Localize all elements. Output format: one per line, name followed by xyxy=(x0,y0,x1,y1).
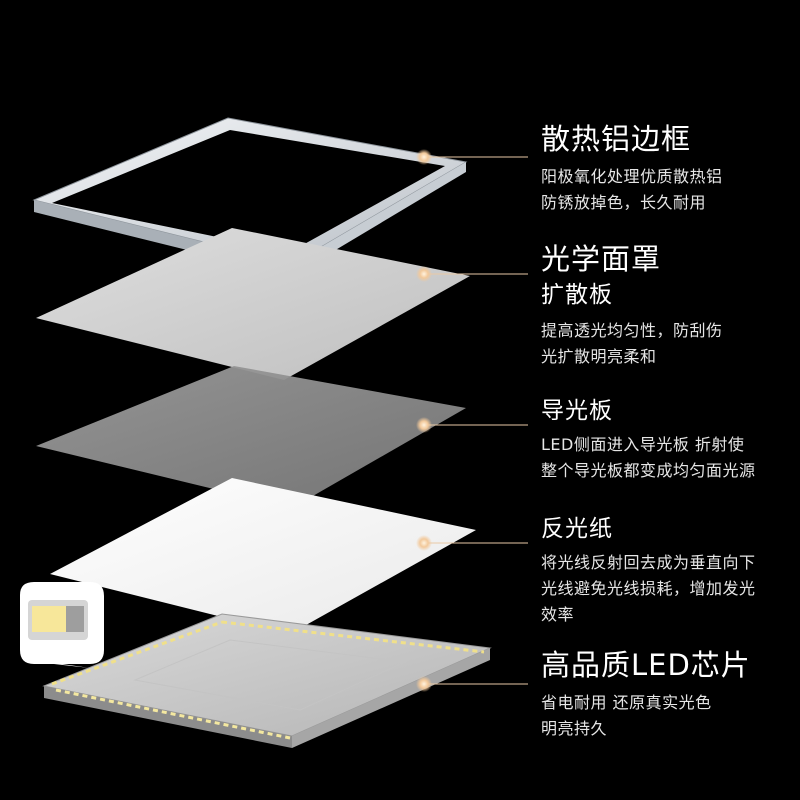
annotation-title: 光学面罩 xyxy=(541,242,662,276)
desc-line: 省电耐用 还原真实光色 xyxy=(541,693,712,712)
desc-line: 将光线反射回去成为垂直向下 xyxy=(541,553,756,572)
glow-dots xyxy=(416,149,432,692)
annotation-description: 省电耐用 还原真实光色 明亮持久 xyxy=(541,690,751,742)
diffuser-layer xyxy=(36,228,470,380)
annotation-title: 高品质LED芯片 xyxy=(541,648,751,682)
desc-line: 防锈放掉色，长久耐用 xyxy=(541,193,707,212)
annotation-title: 反光纸 xyxy=(541,516,613,542)
annotation-subtitle: 扩散板 xyxy=(541,282,613,308)
desc-line: 明亮持久 xyxy=(541,719,608,738)
annotation-frame: 散热铝边框 阳极氧化处理优质散热铝 防锈放掉色，长久耐用 xyxy=(541,122,723,216)
annotation-reflector: 反光纸 将光线反射回去成为垂直向下 光线避免光线损耗，增加发光 效率 xyxy=(541,514,756,628)
annotation-diffuser: 光学面罩 扩散板 提高透光均匀性，防刮伤 光扩散明亮柔和 xyxy=(541,242,723,370)
annotation-description: 阳极氧化处理优质散热铝 防锈放掉色，长久耐用 xyxy=(541,164,723,216)
desc-line: 阳极氧化处理优质散热铝 xyxy=(541,167,723,186)
annotation-description: LED侧面进入导光板 折射使 整个导光板都变成均匀面光源 xyxy=(541,432,756,484)
desc-line: 整个导光板都变成均匀面光源 xyxy=(541,461,756,480)
annotation-light-guide: 导光板 LED侧面进入导光板 折射使 整个导光板都变成均匀面光源 xyxy=(541,396,756,484)
annotation-title: 导光板 xyxy=(541,398,613,424)
desc-line: 光扩散明亮柔和 xyxy=(541,347,657,366)
desc-line: LED侧面进入导光板 折射使 xyxy=(541,435,745,454)
light-guide-layer xyxy=(36,366,466,508)
led-chip-callout xyxy=(20,582,104,668)
leader-lines xyxy=(424,156,528,685)
desc-line: 光线避免光线损耗，增加发光 xyxy=(541,579,756,598)
desc-line: 效率 xyxy=(541,605,575,624)
annotation-description: 提高透光均匀性，防刮伤 光扩散明亮柔和 xyxy=(541,318,723,370)
desc-line: 提高透光均匀性，防刮伤 xyxy=(541,321,723,340)
annotation-description: 将光线反射回去成为垂直向下 光线避免光线损耗，增加发光 效率 xyxy=(541,550,756,628)
reflector-layer xyxy=(50,478,476,634)
annotation-title: 散热铝边框 xyxy=(541,122,692,156)
annotation-led-chip: 高品质LED芯片 省电耐用 还原真实光色 明亮持久 xyxy=(541,648,751,742)
led-base-layer xyxy=(42,613,492,748)
